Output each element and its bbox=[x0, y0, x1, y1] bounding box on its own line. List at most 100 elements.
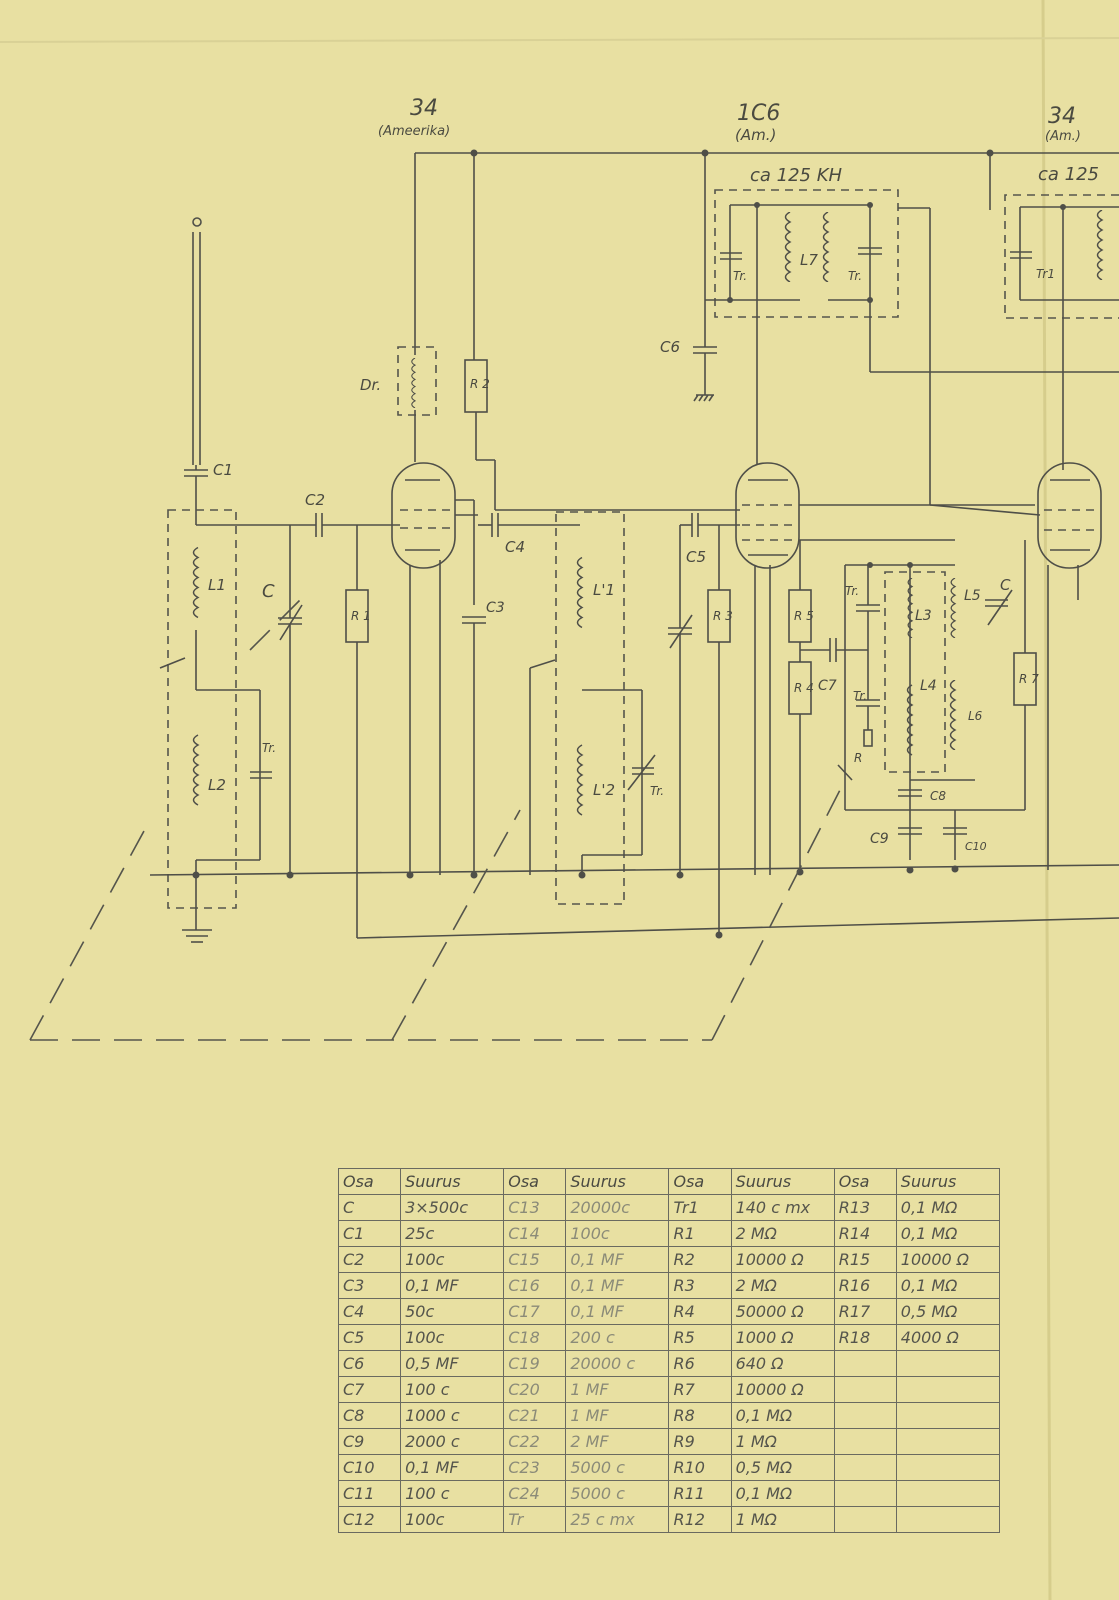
c-label: C bbox=[262, 581, 275, 602]
column-header: Suurus bbox=[730, 1168, 835, 1195]
c-label: C bbox=[1000, 576, 1011, 594]
part-id-cell: C17 bbox=[503, 1298, 567, 1325]
part-value-cell: 10000 Ω bbox=[730, 1376, 835, 1403]
resistor-r1: R 1 bbox=[345, 525, 371, 938]
tube-header-34-right: 34 (Am.) bbox=[1045, 104, 1081, 144]
part-value-cell: 0,1 MF bbox=[400, 1454, 505, 1481]
oscillator-section: Tr. Tr. R L3 L4 L5 L6 C C8 C9 C10 bbox=[837, 562, 1025, 860]
part-value-cell: 4000 Ω bbox=[895, 1324, 1001, 1351]
part-id-cell: C18 bbox=[503, 1324, 567, 1351]
capacitor-c3: C3 bbox=[462, 600, 505, 875]
part-id-cell: R3 bbox=[668, 1272, 732, 1299]
part-value-cell: 0,1 MF bbox=[400, 1272, 505, 1299]
r4-label: R 4 bbox=[794, 681, 814, 695]
part-value-cell: 10000 Ω bbox=[730, 1246, 835, 1273]
trimmer-label: Tr. bbox=[262, 741, 276, 755]
part-id-cell: R10 bbox=[668, 1454, 732, 1481]
r5-label: R 5 bbox=[794, 609, 814, 623]
part-id-cell: C13 bbox=[503, 1194, 567, 1221]
part-id-cell: C11 bbox=[337, 1480, 402, 1507]
part-id-cell: C14 bbox=[503, 1220, 567, 1247]
part-value-cell: 20000 c bbox=[565, 1350, 670, 1377]
part-id-cell: C8 bbox=[337, 1402, 402, 1429]
part-value-cell bbox=[895, 1350, 1001, 1377]
part-value-cell: 0,1 MΩ bbox=[895, 1220, 1001, 1247]
part-id-cell bbox=[833, 1506, 897, 1533]
parts-list-table: Osa Suurus Osa Suurus Osa Suurus Osa Suu… bbox=[337, 1168, 1001, 1533]
part-id-cell: C10 bbox=[337, 1454, 402, 1481]
tube-1 bbox=[391, 462, 478, 875]
part-value-cell: 100 c bbox=[400, 1376, 505, 1403]
tube-3 bbox=[1037, 462, 1102, 870]
tube-maker: (Am.) bbox=[1045, 129, 1081, 144]
part-value-cell bbox=[895, 1402, 1001, 1429]
tube-2 bbox=[735, 462, 1035, 875]
part-id-cell: C bbox=[337, 1194, 402, 1221]
part-value-cell: 1 MΩ bbox=[730, 1428, 835, 1455]
trimmer-label: Tr. bbox=[853, 689, 867, 703]
trimmer-label: Tr1 bbox=[1036, 267, 1055, 281]
part-value-cell: 10000 Ω bbox=[895, 1246, 1001, 1273]
part-value-cell: 1 MF bbox=[565, 1376, 670, 1403]
freq-label: ca 125 bbox=[1038, 164, 1099, 185]
part-value-cell bbox=[895, 1480, 1001, 1507]
column-header: Suurus bbox=[400, 1168, 505, 1195]
tube-type: 34 bbox=[1048, 104, 1076, 129]
paper-fold bbox=[1041, 0, 1052, 1600]
r3-label: R 3 bbox=[713, 609, 733, 623]
paper-crease bbox=[0, 37, 1119, 43]
part-id-cell bbox=[833, 1350, 897, 1377]
part-value-cell: 200 c bbox=[565, 1324, 670, 1351]
resistor-r2: R 2 bbox=[464, 359, 496, 510]
coil-label: L2 bbox=[208, 776, 226, 794]
part-id-cell: R6 bbox=[668, 1350, 732, 1377]
part-value-cell: 20000c bbox=[565, 1194, 670, 1221]
tube-type: 1C6 bbox=[737, 101, 780, 126]
tuning-capacitor-c: C bbox=[262, 525, 303, 875]
part-id-cell: C12 bbox=[337, 1506, 402, 1533]
part-id-cell: R16 bbox=[833, 1272, 897, 1299]
part-id-cell bbox=[833, 1376, 897, 1403]
coil-label: L5 bbox=[964, 588, 981, 604]
coil-label: L'1 bbox=[593, 581, 615, 599]
part-id-cell: C1 bbox=[337, 1220, 402, 1247]
trimmer-label: Tr. bbox=[848, 269, 862, 283]
part-value-cell: 0,5 MΩ bbox=[895, 1298, 1001, 1325]
coil-label: L7 bbox=[800, 251, 818, 269]
resistor-r7: R 7 bbox=[1013, 540, 1039, 810]
input-coil-assembly: L1 L2 Tr. bbox=[159, 509, 290, 943]
part-id-cell bbox=[833, 1480, 897, 1507]
part-id-cell bbox=[833, 1402, 897, 1429]
r-small-label: R bbox=[854, 751, 862, 765]
top-supply-rail bbox=[414, 149, 1119, 360]
part-value-cell bbox=[895, 1506, 1001, 1533]
coil-label: L4 bbox=[920, 678, 937, 694]
part-id-cell: R18 bbox=[833, 1324, 897, 1351]
column-header: Osa bbox=[337, 1168, 402, 1195]
part-id-cell: R8 bbox=[668, 1402, 732, 1429]
part-value-cell: 1 MF bbox=[565, 1402, 670, 1429]
coil-label: L3 bbox=[915, 608, 932, 624]
part-id-cell: R2 bbox=[668, 1246, 732, 1273]
part-value-cell: 0,1 MΩ bbox=[730, 1480, 835, 1507]
trimmer-label: Tr. bbox=[845, 584, 859, 598]
part-value-cell: 0,1 MΩ bbox=[895, 1272, 1001, 1299]
part-id-cell: R11 bbox=[668, 1480, 732, 1507]
part-value-cell: 140 c mx bbox=[730, 1194, 835, 1221]
capacitor-c5: C5 bbox=[668, 513, 740, 875]
trimmer-label: Tr. bbox=[733, 269, 747, 283]
part-value-cell: 50000 Ω bbox=[730, 1298, 835, 1325]
part-id-cell: R12 bbox=[668, 1506, 732, 1533]
c9-label: C9 bbox=[870, 831, 889, 847]
part-id-cell: Tr1 bbox=[668, 1194, 732, 1221]
tube-header-1c6: 1C6 (Am.) bbox=[735, 101, 780, 144]
